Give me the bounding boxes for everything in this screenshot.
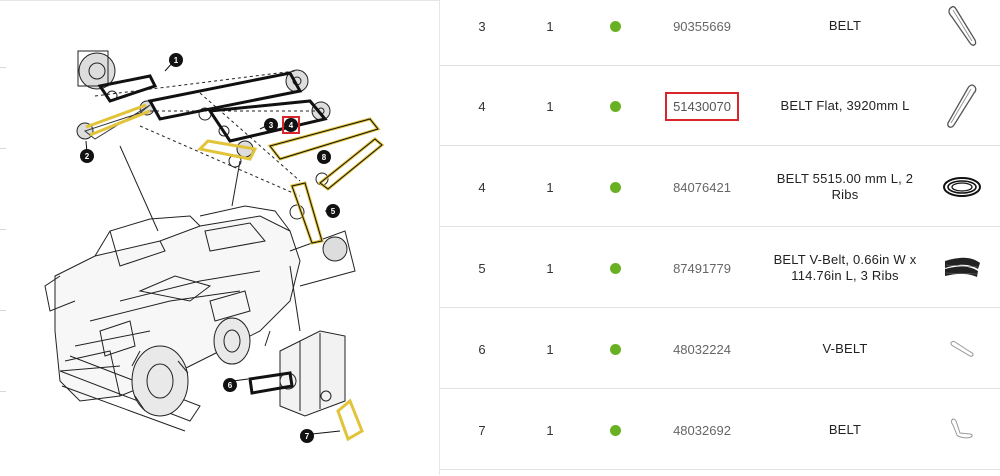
callout-6[interactable]: 6 [223, 378, 249, 392]
ref-number: 5 [478, 260, 486, 276]
part-number[interactable]: 90355669 [673, 18, 731, 34]
part-number[interactable]: 48032692 [673, 422, 731, 438]
diagram-panel: 1 2 3 4 5 6 7 [0, 0, 440, 475]
availability-status [600, 147, 630, 227]
ref-number: 4 [478, 179, 486, 195]
loop-belt-icon[interactable] [936, 66, 988, 146]
part-number-highlighted[interactable]: 51430070 [650, 66, 754, 146]
availability-status [600, 309, 630, 389]
callout-3[interactable]: 3 [259, 118, 278, 132]
callout-4-highlighted[interactable]: 4 [282, 116, 300, 134]
part-description: BELT 5515.00 mm L, 2 Ribs [776, 171, 914, 202]
part-number[interactable]: 84076421 [673, 179, 731, 195]
ref-number: 7 [478, 422, 486, 438]
callout-label: 1 [174, 56, 179, 65]
status-dot-icon [609, 262, 621, 274]
row-tick [0, 148, 6, 149]
row-tick [0, 391, 6, 392]
table-row[interactable]: 4 1 51430070 BELT Flat, 3920mm L [440, 66, 1000, 146]
quantity: 1 [546, 422, 554, 438]
status-dot-icon [609, 181, 621, 193]
thin-belt-icon[interactable] [936, 309, 988, 389]
callout-label: 6 [228, 381, 233, 390]
row-tick [0, 310, 6, 311]
callout-2[interactable]: 2 [80, 140, 94, 163]
part-number[interactable]: 87491779 [673, 260, 731, 276]
coiled-belt-icon[interactable] [936, 147, 988, 227]
availability-status [600, 228, 630, 308]
availability-status [600, 390, 630, 470]
quantity: 1 [546, 341, 554, 357]
ref-number: 6 [478, 341, 486, 357]
status-dot-icon [609, 20, 621, 32]
callout-label: 3 [269, 121, 274, 130]
availability-status [600, 0, 630, 66]
thin-belt-icon[interactable] [936, 390, 988, 470]
ref-number: 3 [478, 18, 486, 34]
part-description: BELT Flat, 3920mm L [780, 98, 910, 113]
part-description: BELT [828, 18, 862, 33]
status-dot-icon [609, 424, 621, 436]
callout-label: 5 [331, 207, 336, 216]
part-description: V-BELT [822, 341, 868, 356]
table-row[interactable]: 3 1 90355669 BELT [440, 0, 1000, 66]
table-row[interactable]: 5 1 87491779 BELT V-Belt, 0.66in W x 114… [440, 228, 1000, 308]
quantity: 1 [546, 18, 554, 34]
table-row[interactable]: 7 1 48032692 BELT [440, 390, 1000, 470]
callout-label: 4 [289, 121, 294, 130]
status-dot-icon [609, 343, 621, 355]
callout-label: 7 [305, 432, 310, 441]
availability-status [600, 66, 630, 146]
part-description: BELT [828, 422, 862, 437]
callout-1[interactable]: 1 [164, 53, 183, 72]
callout-label: 2 [85, 152, 90, 161]
table-row[interactable]: 4 1 84076421 BELT 5515.00 mm L, 2 Ribs [440, 147, 1000, 227]
row-tick [0, 67, 6, 68]
callout-7[interactable]: 7 [300, 429, 341, 443]
combine-belt-diagram[interactable]: 1 2 3 4 5 6 7 [0, 1, 440, 476]
loop-belt-icon[interactable] [936, 0, 988, 66]
quantity: 1 [546, 98, 554, 114]
table-row[interactable]: 6 1 48032224 V-BELT [440, 309, 1000, 389]
part-number[interactable]: 51430070 [665, 91, 739, 121]
callout-5[interactable]: 5 [325, 204, 340, 218]
parts-table: 3 1 90355669 BELT 4 1 51430070 BELT Flat… [440, 0, 1000, 475]
quantity: 1 [546, 179, 554, 195]
part-number[interactable]: 48032224 [673, 341, 731, 357]
status-dot-icon [609, 100, 621, 112]
part-description: BELT V-Belt, 0.66in W x 114.76in L, 3 Ri… [773, 252, 917, 283]
ribbed-belt-icon[interactable] [936, 228, 988, 308]
quantity: 1 [546, 260, 554, 276]
ref-number: 4 [478, 98, 486, 114]
callout-8[interactable]: 8 [317, 150, 331, 164]
row-tick [0, 229, 6, 230]
callout-label: 8 [322, 153, 327, 162]
